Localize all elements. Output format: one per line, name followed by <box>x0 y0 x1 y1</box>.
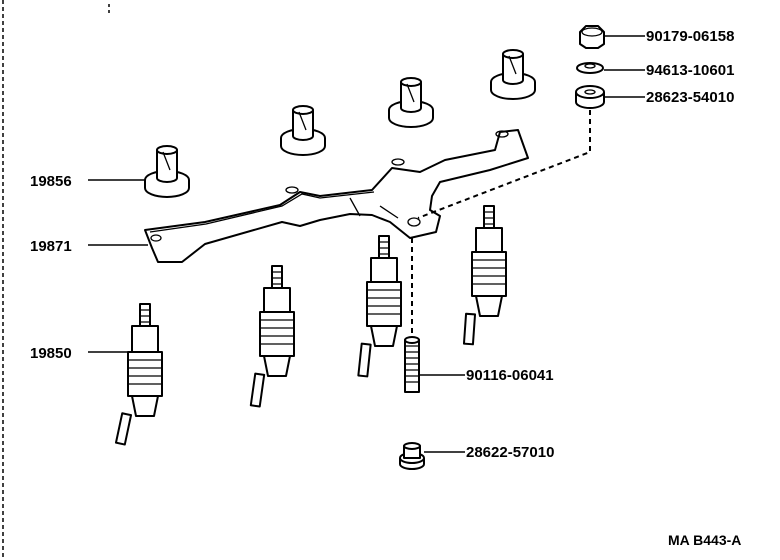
insulator-4 <box>490 49 536 100</box>
stud-part <box>404 336 420 393</box>
label-insulator: 19856 <box>30 173 72 190</box>
connector-bar <box>144 129 529 263</box>
label-connector: 19871 <box>30 238 72 255</box>
sleeve-part <box>399 442 425 470</box>
label-spacer: 28623-54010 <box>646 89 734 106</box>
label-sleeve: 28622-57010 <box>466 444 554 461</box>
nut-part <box>579 25 605 49</box>
assembly-line-upper <box>417 110 591 219</box>
insulator-2 <box>280 105 326 156</box>
glow-plug-3 <box>357 235 402 378</box>
glow-plug-2 <box>249 265 295 408</box>
washer-part <box>576 62 604 74</box>
label-washer: 94613-10601 <box>646 62 734 79</box>
glow-plug-1 <box>114 303 163 446</box>
label-stud: 90116-06041 <box>466 367 554 384</box>
insulator-1 <box>144 145 190 198</box>
spacer-part <box>575 85 605 109</box>
figure-reference: MA B443-A <box>668 532 741 548</box>
insulator-3 <box>388 77 434 128</box>
label-glow-plug: 19850 <box>30 345 72 362</box>
label-nut: 90179-06158 <box>646 28 734 45</box>
glow-plug-4 <box>462 205 507 346</box>
